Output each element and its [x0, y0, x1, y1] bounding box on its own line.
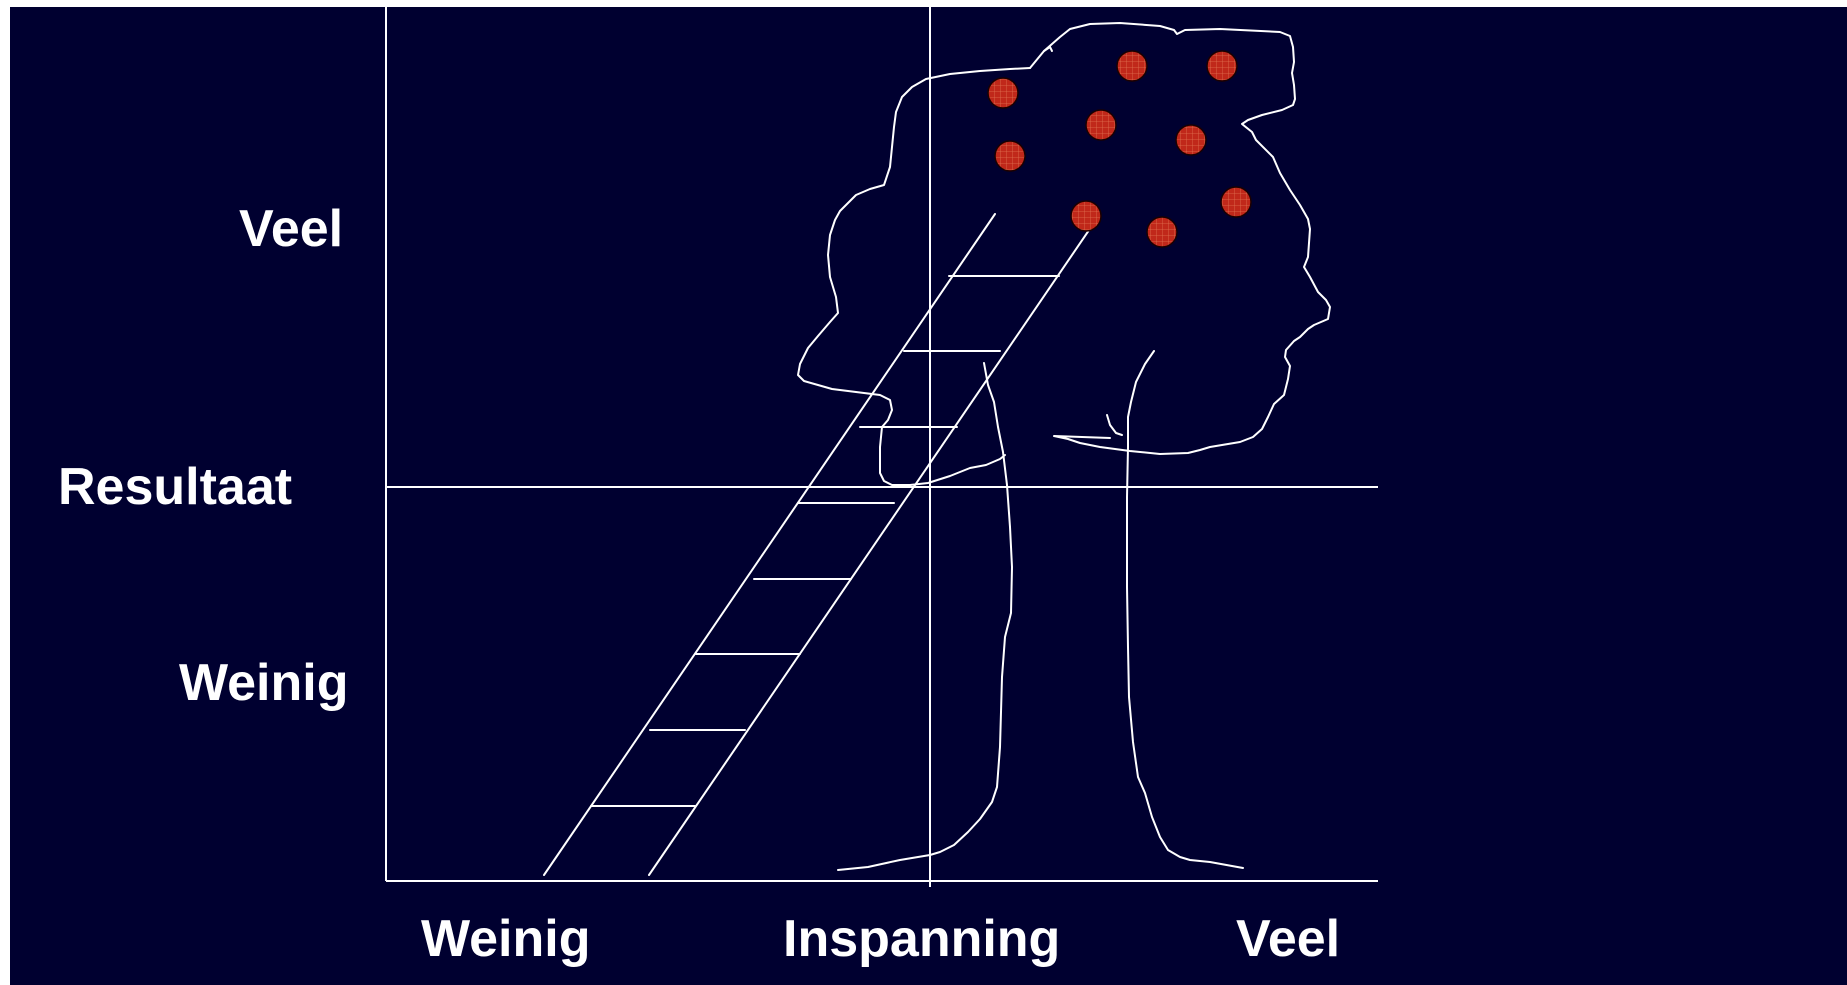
apple	[1175, 124, 1207, 156]
axes	[385, 7, 1378, 887]
ladder-illustration	[543, 213, 1101, 876]
ladder-rail-left	[543, 213, 996, 876]
tree-trunk-left	[837, 362, 1013, 871]
apple	[1146, 216, 1178, 248]
apple	[994, 140, 1026, 172]
apple	[1116, 50, 1148, 82]
tree-branch-stub	[1106, 414, 1123, 436]
x-axis-low-label: Weinig	[421, 910, 591, 968]
tree-illustration	[797, 22, 1331, 871]
effort-result-diagram	[385, 7, 1378, 887]
apple	[987, 77, 1019, 109]
tree-crown-notch	[1043, 46, 1053, 52]
y-axis-title: Resultaat	[58, 458, 293, 516]
apple	[1070, 200, 1102, 232]
slide: Veel Resultaat Weinig Weinig Inspanning …	[10, 7, 1847, 985]
tree-crown-outline	[1029, 22, 1331, 455]
ladder-rail-right	[648, 213, 1101, 876]
tree-trunk-right	[1126, 350, 1244, 869]
y-axis-low-label: Weinig	[179, 654, 349, 712]
x-axis-title: Inspanning	[783, 910, 1061, 968]
y-axis-high-label: Veel	[239, 200, 344, 258]
apple	[1220, 186, 1252, 218]
apple	[1085, 109, 1117, 141]
apples	[987, 50, 1252, 248]
x-axis-high-label: Veel	[1236, 910, 1341, 968]
tree-crown-left-outline	[797, 67, 1031, 486]
apple	[1206, 50, 1238, 82]
